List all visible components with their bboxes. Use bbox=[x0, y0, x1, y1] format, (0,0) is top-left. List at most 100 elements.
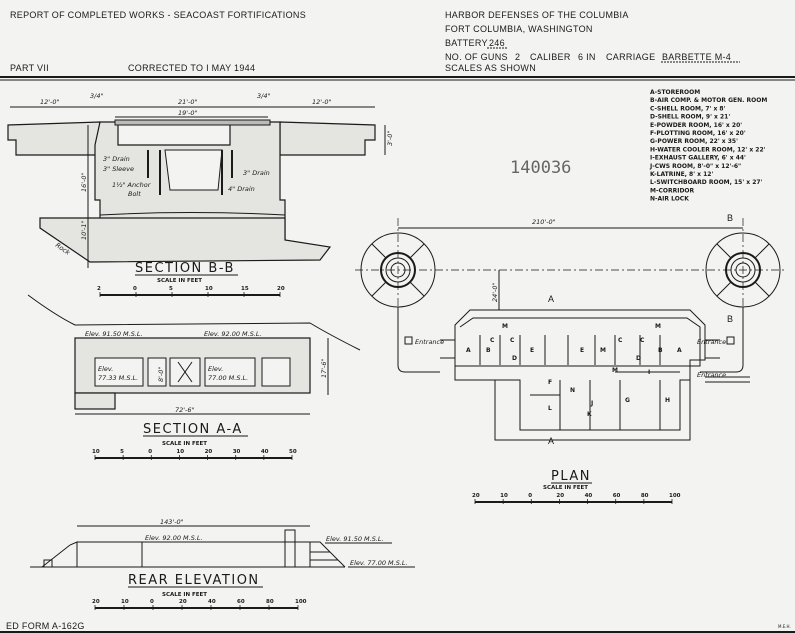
room-label: D bbox=[636, 355, 641, 362]
legend-item: G-POWER ROOM, 22' x 35' bbox=[650, 138, 738, 145]
guns-label: NO. OF GUNS bbox=[445, 52, 508, 62]
scale-tick-label: 0 bbox=[150, 599, 154, 605]
room-label: M bbox=[502, 323, 508, 330]
scale-tick-label: 10 bbox=[176, 449, 184, 455]
scale-tick-label: 20 bbox=[556, 493, 564, 499]
carriage-value: BARBETTE M-4 bbox=[662, 52, 731, 62]
dim-left-overhang: 12'-0" bbox=[40, 98, 60, 106]
room-label: C bbox=[490, 337, 495, 344]
dim-total-height: 17'-6" bbox=[320, 358, 328, 378]
scales-note: SCALES AS SHOWN bbox=[445, 63, 536, 73]
dim-height: 16'-0" bbox=[80, 172, 88, 192]
elev-room-left-label: Elev. bbox=[98, 365, 113, 373]
plan-scale-label: SCALE IN FEET bbox=[543, 485, 588, 491]
scale-tick-label: 30 bbox=[233, 449, 241, 455]
legend-item: N-AIR LOCK bbox=[650, 196, 689, 203]
note-drain-4in: 4" Drain bbox=[228, 185, 255, 193]
caliber-label: CALIBER bbox=[530, 52, 571, 62]
room-label: C bbox=[618, 337, 623, 344]
room-label: M bbox=[612, 367, 618, 374]
scale-tick-label: 5 bbox=[120, 449, 124, 455]
scale-tick-label: 60 bbox=[613, 493, 621, 499]
room-label: B bbox=[486, 347, 491, 354]
legend-item: J-CWS ROOM, 8'-0" x 12'-6" bbox=[649, 163, 741, 170]
elev-rear-right-top: Elev. 91.50 M.S.L. bbox=[326, 535, 384, 543]
scale-tick-label: 10 bbox=[121, 599, 129, 605]
dim-room-height: 8'-0" bbox=[157, 367, 165, 382]
room-label: E bbox=[580, 347, 584, 354]
elev-top-left: Elev. 91.50 M.S.L. bbox=[85, 330, 143, 338]
room-label: G bbox=[625, 397, 630, 404]
scale-tick-label: 2 bbox=[97, 286, 101, 292]
scale-tick-label: 0 bbox=[148, 449, 152, 455]
scale-tick-label: 100 bbox=[295, 599, 307, 605]
elev-top-right: Elev. 92.00 M.S.L. bbox=[204, 330, 262, 338]
scale-tick-label: 40 bbox=[261, 449, 269, 455]
room-label: L bbox=[548, 405, 552, 412]
legend-item: B-AIR COMP. & MOTOR GEN. ROOM bbox=[650, 97, 767, 104]
room-label: M bbox=[600, 347, 606, 354]
room-label: K bbox=[587, 411, 592, 418]
section-a-marker-top: A bbox=[548, 294, 554, 304]
scale-tick-label: 40 bbox=[208, 599, 216, 605]
elev-room-right-label: Elev. bbox=[208, 365, 223, 373]
note-drain-right: 3" Drain bbox=[243, 169, 270, 177]
note-anchor: 1½" Anchor bbox=[112, 181, 152, 189]
legend-item: A-STOREROOM bbox=[650, 89, 700, 96]
section-bb-drawing: 12'-0" 3/4" 21'-0" 19'-0" 3/4" 12'-0" 3'… bbox=[7, 92, 394, 297]
scale-tick-label: 20 bbox=[92, 599, 100, 605]
elev-room-right-value: 77.00 M.S.L. bbox=[208, 374, 248, 382]
dim-gap-left: 3/4" bbox=[90, 92, 103, 100]
rear-elevation-scale-label: SCALE IN FEET bbox=[162, 592, 207, 598]
room-label: E bbox=[530, 347, 534, 354]
scale-tick-label: 15 bbox=[241, 286, 249, 292]
battery-value: 246 bbox=[489, 38, 505, 48]
scale-tick-label: 100 bbox=[669, 493, 681, 499]
caliber-value: 6 IN bbox=[578, 52, 596, 62]
note-sleeve: 3" Sleeve bbox=[103, 165, 134, 173]
scale-tick-label: 20 bbox=[179, 599, 187, 605]
stamp-number: 140036 bbox=[510, 158, 571, 178]
label-entrance-right: Entrance bbox=[697, 338, 726, 346]
rear-elevation-drawing: 143'-0" Elev. 92.00 M.S.L. Elev. 91.50 M… bbox=[30, 518, 415, 610]
room-label: N bbox=[570, 387, 575, 394]
scale-tick-label: 5 bbox=[169, 286, 173, 292]
room-label: M bbox=[655, 323, 661, 330]
harbor-name: HARBOR DEFENSES OF THE COLUMBIA bbox=[445, 10, 629, 20]
elev-rear-top: Elev. 92.00 M.S.L. bbox=[145, 534, 203, 542]
legend-item: I-EXHAUST GALLERY, 6' x 44' bbox=[650, 155, 746, 162]
room-label: A bbox=[677, 347, 682, 354]
dim-length: 72'-6" bbox=[175, 406, 195, 414]
carriage-label: CARRIAGE bbox=[606, 52, 655, 62]
section-aa-scale-label: SCALE IN FEET bbox=[162, 441, 207, 447]
legend-item: L-SWITCHBOARD ROOM, 15' x 27' bbox=[650, 179, 763, 186]
section-bb-scale-label: SCALE IN FEET bbox=[157, 278, 202, 284]
room-label: B bbox=[658, 347, 663, 354]
section-b-marker-bottom: B bbox=[727, 314, 733, 324]
dim-rear-length: 143'-0" bbox=[160, 518, 184, 526]
label-entrance-lower: Entrance bbox=[697, 371, 726, 379]
room-label: C bbox=[640, 337, 645, 344]
legend-item: E-POWDER ROOM, 16' x 20' bbox=[650, 122, 742, 129]
section-a-marker-bottom: A bbox=[548, 436, 554, 446]
dim-base: 10'-1" bbox=[80, 220, 88, 240]
dim-right-overhang: 12'-0" bbox=[312, 98, 332, 106]
note-drain: 3" Drain bbox=[103, 155, 130, 163]
dim-gun-spacing: 210'-0" bbox=[532, 218, 556, 226]
legend-item: C-SHELL ROOM, 7' x 8' bbox=[650, 105, 726, 112]
draftsman-initials: M.E.H. bbox=[778, 624, 791, 629]
scale-tick-label: 10 bbox=[205, 286, 213, 292]
dim-inner-width: 19'-0" bbox=[178, 109, 198, 117]
gun-emplacement-right bbox=[705, 232, 781, 308]
battery-label: BATTERY bbox=[445, 38, 488, 48]
plan-title: PLAN bbox=[551, 469, 591, 484]
plan-drawing: 210'-0" 24'-0" Entrance Entrance Entranc… bbox=[355, 213, 785, 504]
report-title: REPORT OF COMPLETED WORKS - SEACOAST FOR… bbox=[10, 10, 306, 20]
part-number: PART VII bbox=[10, 63, 49, 73]
legend-item: H-WATER COOLER ROOM, 12' x 22' bbox=[650, 146, 766, 153]
